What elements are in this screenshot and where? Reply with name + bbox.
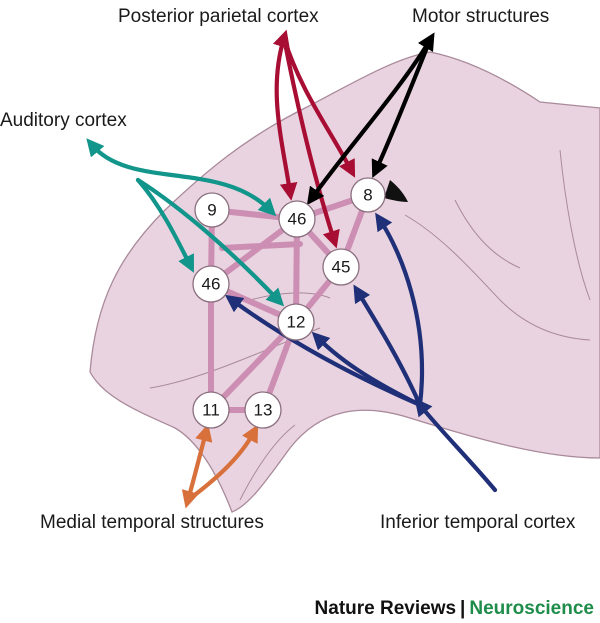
area-label: 46 <box>202 275 221 294</box>
inferior-temporal-label: Inferior temporal cortex <box>380 512 576 533</box>
area-label: 11 <box>202 401 220 420</box>
auditory-arrow-to-46v <box>135 177 194 273</box>
area-label: 8 <box>363 186 372 205</box>
area-label: 46 <box>288 210 307 229</box>
inferior-temporal-arrow-to-46v <box>224 294 423 408</box>
auditory-cortex-label: Auditory cortex <box>0 110 127 131</box>
auditory-projections <box>86 138 285 307</box>
area-node-9: 9 <box>194 192 230 228</box>
medial-temporal-arrow-to-11 <box>181 423 213 509</box>
inferior-temporal-projections <box>224 212 498 493</box>
area-node-8: 8 <box>350 177 386 213</box>
area-label: 45 <box>332 258 351 277</box>
connection-12-11 <box>208 319 299 413</box>
motor-arrow-to-46d <box>306 32 435 206</box>
medial-temporal-label: Medial temporal structures <box>40 512 264 533</box>
auditory-arrow-to-46d <box>86 138 277 217</box>
credit-separator: | <box>460 598 466 619</box>
area-label: 13 <box>254 401 273 420</box>
journal-credit: Nature Reviews|Neuroscience <box>315 598 594 620</box>
area-node-11: 11 <box>192 391 230 429</box>
journal-section: Neuroscience <box>469 598 594 619</box>
area-node-46-ventral: 46 <box>192 265 230 303</box>
auditory-arrow-to-12 <box>135 177 285 307</box>
brain-sulcus <box>454 199 521 269</box>
brain-sulcus <box>559 149 591 301</box>
area-label: 12 <box>287 313 306 332</box>
motor-structures-label: Motor structures <box>412 6 549 27</box>
area-node-13: 13 <box>244 391 282 429</box>
brain-sulcus <box>404 214 591 341</box>
connection-8-46d-upper <box>219 241 303 251</box>
medial-temporal-projections <box>181 423 259 509</box>
brain-sulcus <box>239 424 296 501</box>
inferior-temporal-arrow-main <box>414 398 498 493</box>
journal-name: Nature Reviews <box>314 598 457 619</box>
area-node-12: 12 <box>277 303 315 341</box>
area-node-45: 45 <box>322 248 360 286</box>
area-node-46-dorsal: 46 <box>278 200 316 238</box>
inferior-temporal-arrow-to-45 <box>353 284 423 408</box>
motor-projections <box>306 32 435 206</box>
inferior-temporal-arrow-to-8 <box>375 212 425 408</box>
parietal-arrow-to-46d <box>272 29 298 201</box>
posterior-parietal-label: Posterior parietal cortex <box>118 6 319 27</box>
motor-arrow-to-8 <box>371 37 433 178</box>
area-label: 9 <box>207 201 216 220</box>
medial-temporal-arrow-to-13 <box>185 424 259 503</box>
